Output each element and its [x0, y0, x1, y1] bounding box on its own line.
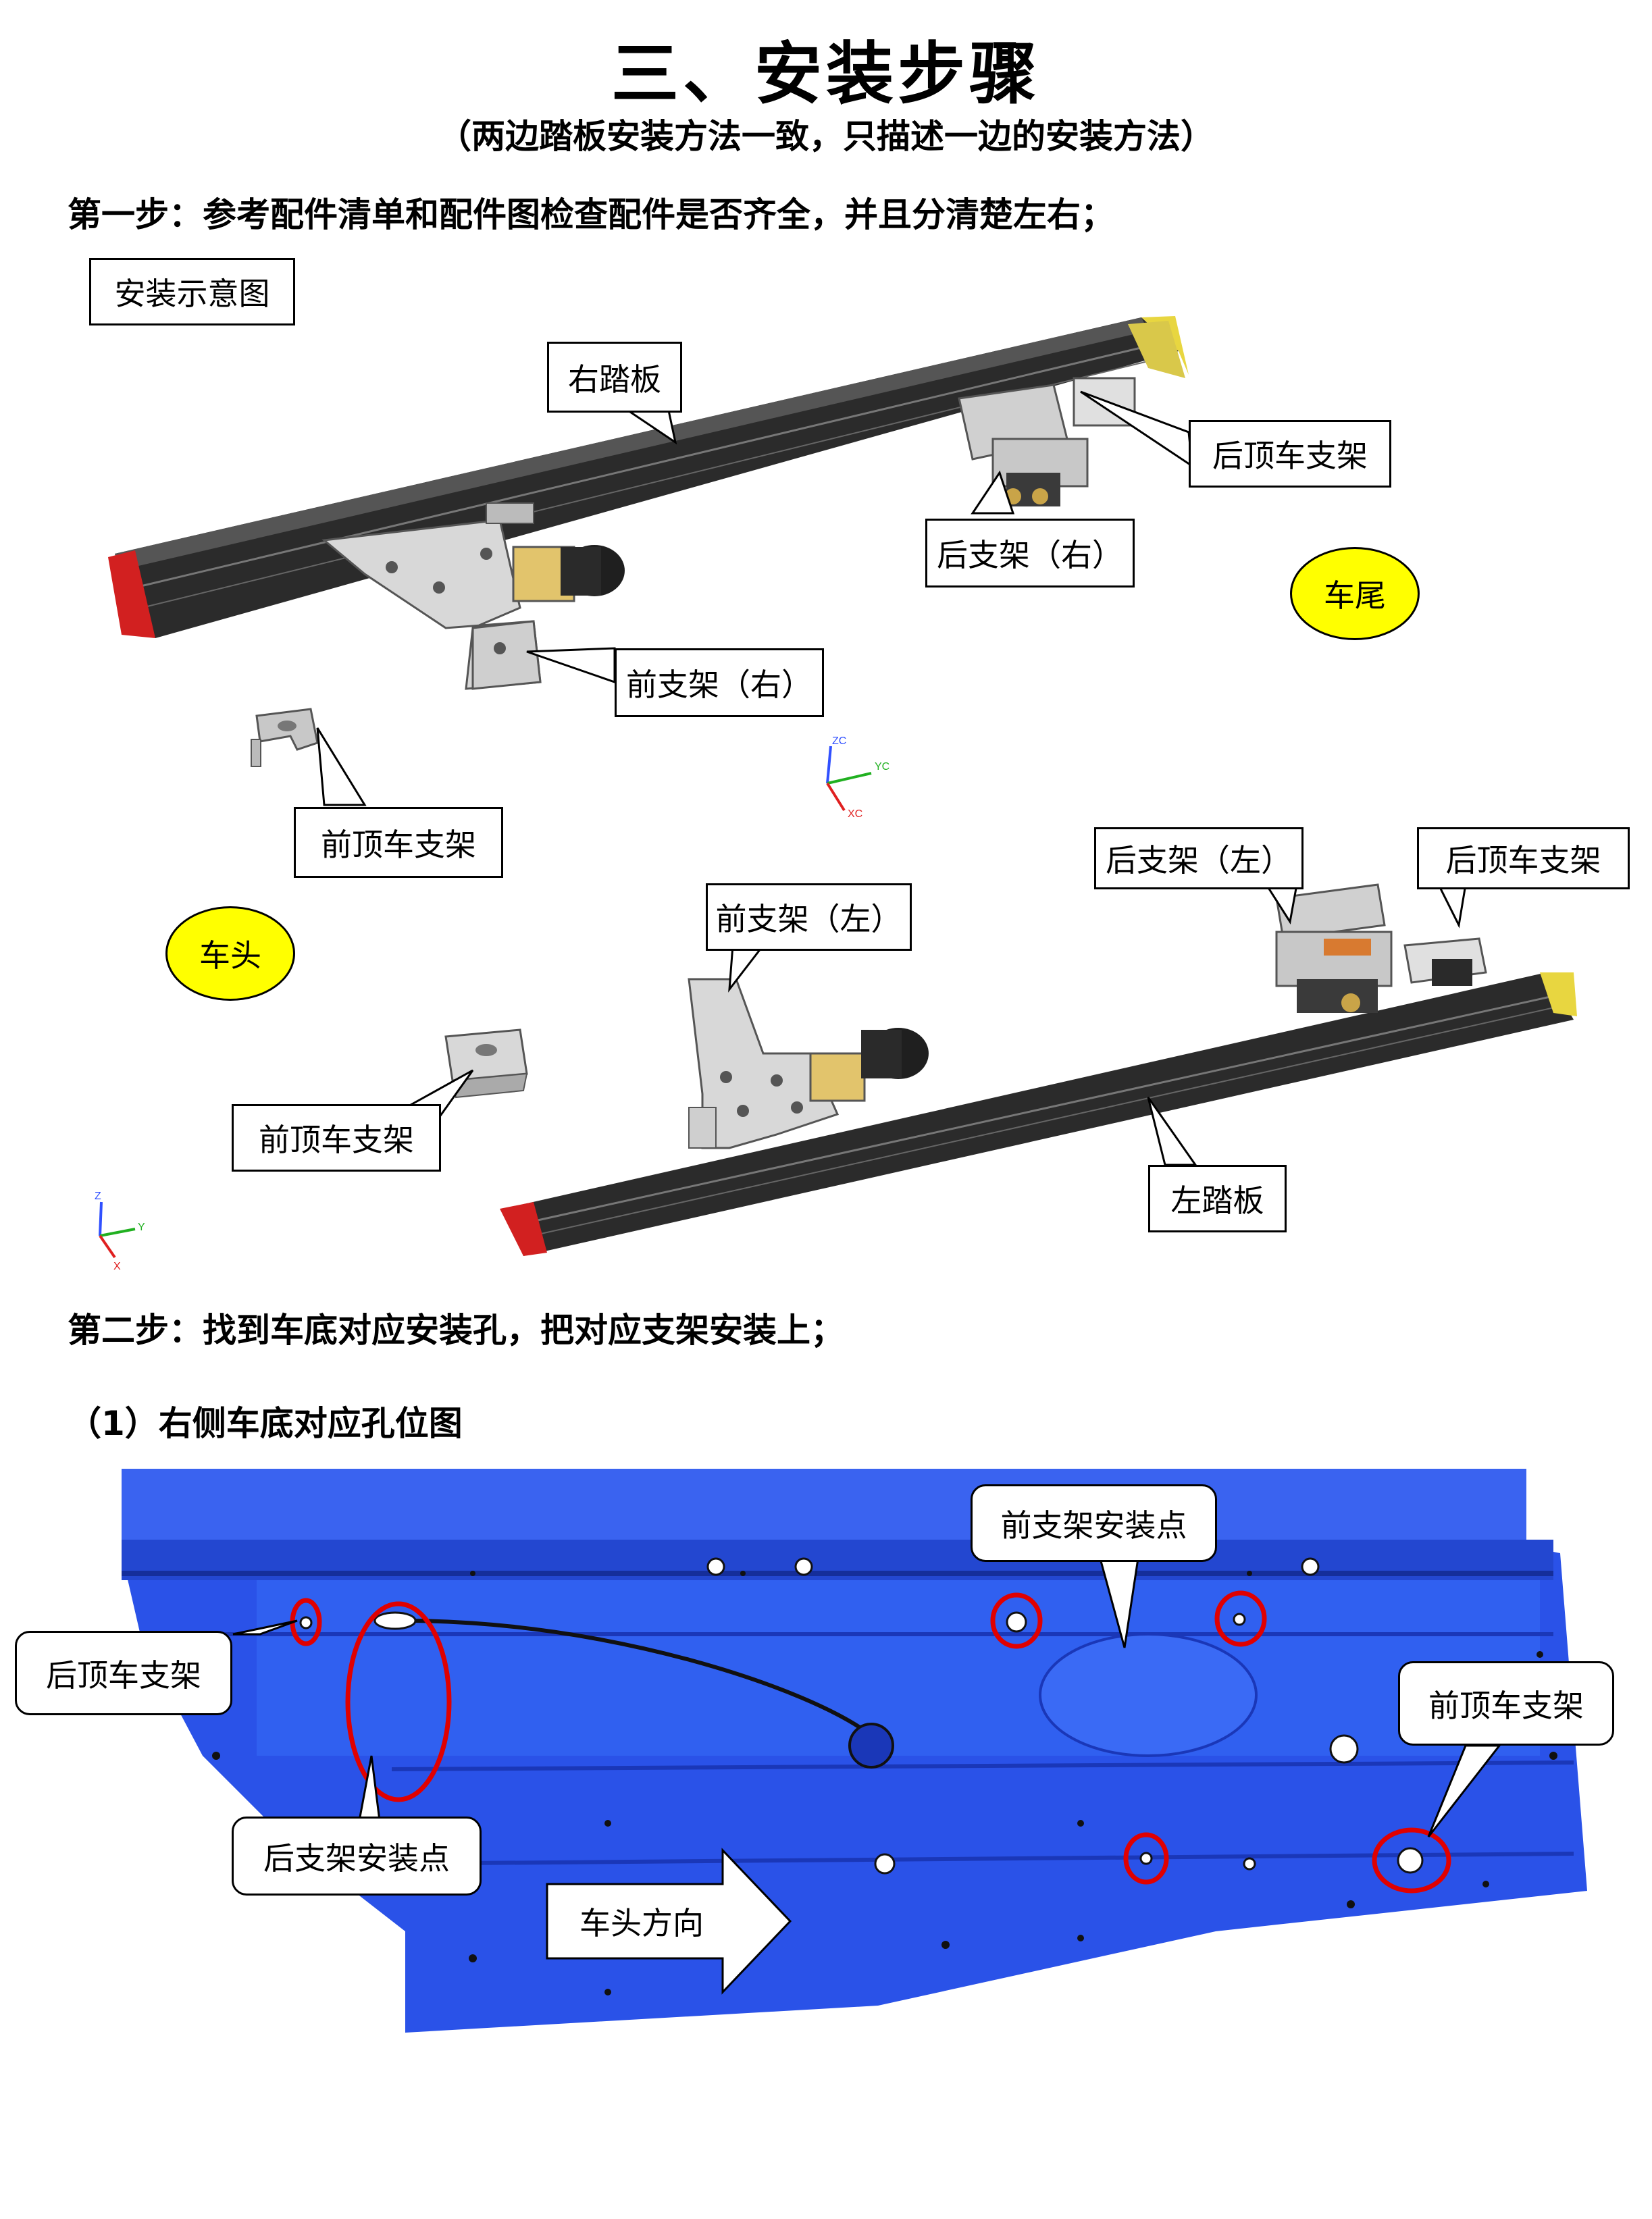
- scan-noise: [163, 1571, 1557, 1995]
- page-title: 三、安装步骤: [611, 34, 1041, 113]
- callout-rear-bracket-point: 后支架安装点: [232, 1817, 482, 1896]
- rear-bracket-left-shape: [1275, 883, 1393, 1013]
- callout-front-top-bracket-2: 前顶车支架: [232, 1104, 441, 1172]
- callout-rear-bracket-left: 后支架（左）: [1094, 827, 1303, 889]
- axis-x-label-2: X: [113, 1261, 121, 1272]
- callout-rear-top-bracket: 后顶车支架: [15, 1631, 232, 1715]
- callout-rear-top-bracket-right: 后顶车支架: [1189, 420, 1391, 488]
- callout-left-board: 左踏板: [1148, 1165, 1287, 1232]
- underbody-blue-shape: [122, 1469, 1587, 2033]
- motor-right: [512, 545, 625, 602]
- front-top-bracket-1-shape: [251, 708, 319, 767]
- axis-y-label-1: YC: [875, 761, 889, 773]
- axis-triad-1: [826, 746, 872, 812]
- callout-front-top-bracket-1: 前顶车支架: [294, 807, 503, 878]
- axis-z-label-1: ZC: [832, 735, 846, 747]
- callout-pointers-step1: [316, 390, 1467, 1166]
- front-bracket-left-shape: [688, 978, 840, 1149]
- rear-tag: 车尾: [1290, 547, 1420, 640]
- rear-bracket-right-shape: [958, 377, 1136, 506]
- rear-top-bracket-left-shape: [1403, 937, 1487, 986]
- axis-z-label-2: Z: [95, 1191, 101, 1202]
- step2-heading: 第二步：找到车底对应安装孔，把对应支架安装上；: [68, 1311, 844, 1350]
- callout-front-top-bracket: 前顶车支架: [1398, 1661, 1614, 1746]
- callout-rear-bracket-right: 后支架（右）: [925, 519, 1135, 588]
- front-tag: 车头: [165, 906, 295, 1001]
- front-direction-label: 车头方向: [579, 1905, 704, 1941]
- axis-triad-2: [99, 1201, 136, 1259]
- step2-sub1-heading: （1）右侧车底对应孔位图: [68, 1404, 463, 1443]
- motor-left: [809, 1028, 929, 1102]
- callout-front-bracket-point: 前支架安装点: [971, 1484, 1217, 1562]
- step1-heading: 第一步：参考配件清单和配件图检查配件是否齐全，并且分清楚左右；: [68, 195, 1114, 234]
- callout-pointers-step2: [232, 1535, 1502, 1865]
- front-bracket-right-shape: [321, 502, 542, 690]
- axis-y-label-2: Y: [138, 1222, 145, 1233]
- front-top-bracket-2-shape: [444, 1028, 528, 1099]
- callout-front-bracket-right: 前支架（右）: [615, 648, 824, 717]
- step1-illustration: ZC YC XC: [95, 316, 1577, 1272]
- axis-x-label-1: XC: [848, 808, 862, 820]
- left-running-board: [500, 972, 1577, 1256]
- page-subtitle: （两边踏板安装方法一致，只描述一边的安装方法）: [438, 117, 1214, 156]
- callout-right-board: 右踏板: [547, 342, 682, 413]
- callout-front-bracket-left: 前支架（左）: [706, 883, 912, 951]
- diagram-label: 安装示意图: [89, 258, 295, 325]
- callout-rear-top-bracket-left: 后顶车支架: [1417, 827, 1630, 889]
